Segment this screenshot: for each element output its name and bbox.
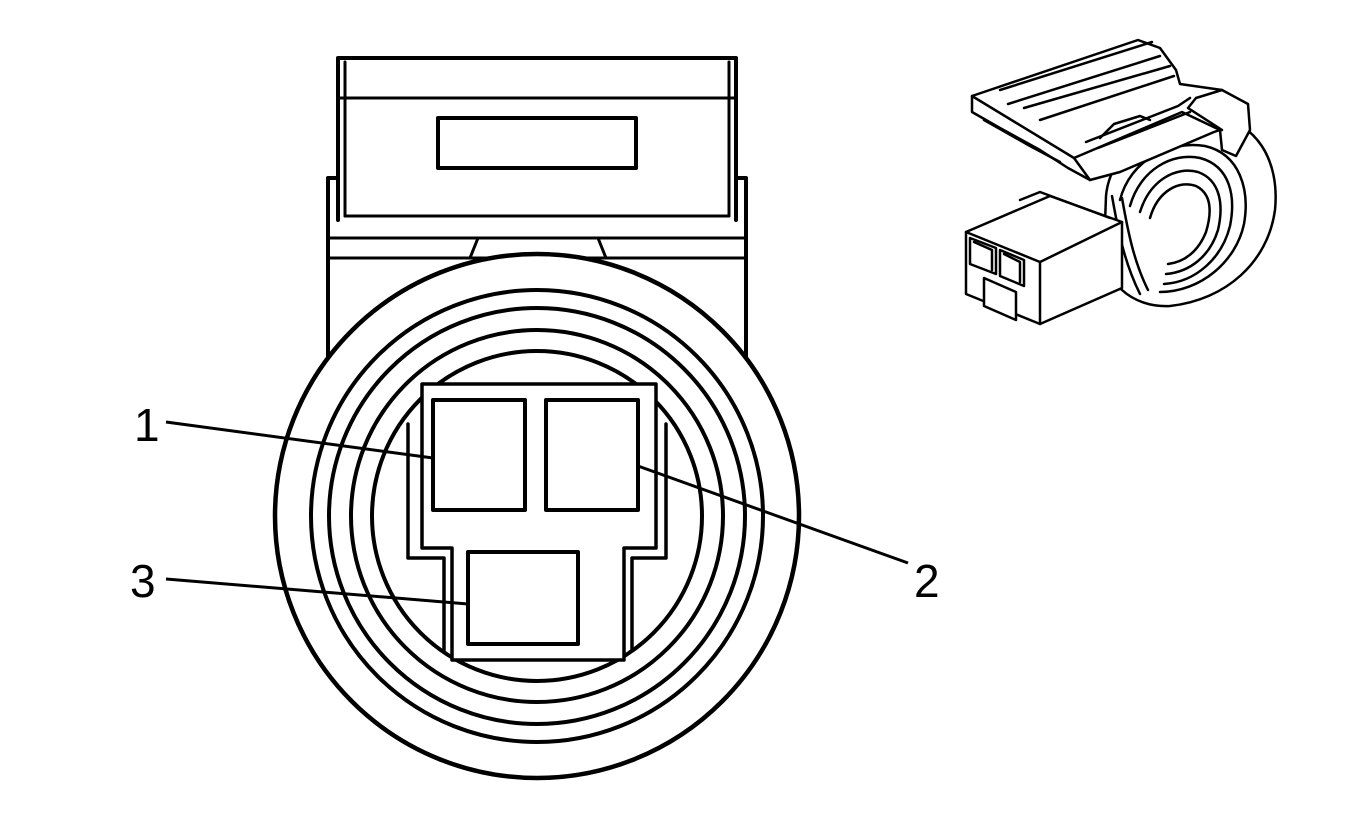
callout-label-3: 3 — [130, 555, 156, 607]
callouts — [165, 420, 909, 606]
connector-iso-view — [964, 38, 1277, 326]
connector-face-view — [272, 56, 802, 781]
cavity-2 — [544, 398, 640, 512]
callout-label-2: 2 — [914, 555, 940, 607]
callout-line-3 — [165, 577, 469, 606]
callout-line-1 — [165, 420, 434, 460]
callout-line-2 — [637, 464, 909, 565]
callout-label-1: 1 — [134, 399, 160, 451]
housing-window — [436, 116, 638, 170]
cavity-1 — [431, 398, 527, 512]
cavity-3 — [466, 550, 580, 646]
